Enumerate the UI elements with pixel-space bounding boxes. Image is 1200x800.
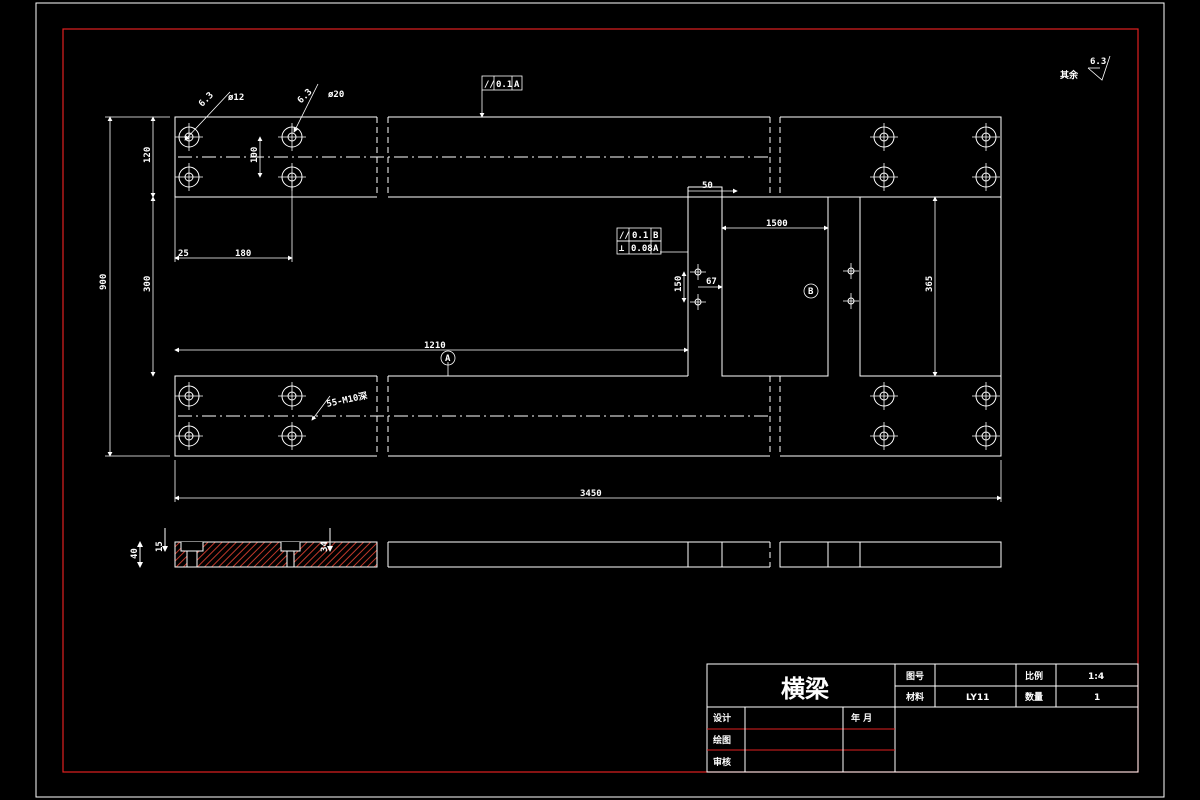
tol-top-value: 0.1: [496, 80, 512, 90]
hole-symbol: [175, 163, 203, 191]
pin-hole: [847, 297, 855, 305]
pin-hole: [694, 298, 702, 306]
outer-sheet-border: [35, 2, 1165, 798]
tol-mid-value-2: 0.08: [631, 244, 653, 254]
hole-symbol: [870, 123, 898, 151]
dim-300-left: 300: [143, 276, 153, 292]
pin-hole: [694, 268, 702, 276]
tol-mid-value-1: 0.1: [632, 231, 648, 241]
tol-top-datum: A: [514, 80, 520, 90]
pin-hole-symbol: [843, 263, 859, 279]
roughness-note: 其余: [1060, 69, 1079, 81]
drawing-no-label: 图号: [906, 671, 924, 682]
dim-1210: 1210: [424, 341, 446, 351]
pin-hole-symbol: [690, 264, 706, 280]
bottom-rail-left: [174, 375, 377, 457]
tol-mid-datum-1: B: [653, 231, 659, 241]
title-block: [706, 663, 1139, 773]
dim-100: 100: [250, 147, 260, 163]
material-value: LY11: [966, 693, 989, 703]
inner-frame-border: [62, 28, 1139, 773]
dim-900: 900: [99, 274, 109, 290]
sec-dim-40: 40: [130, 548, 140, 559]
hole-symbol: [278, 382, 306, 410]
top-rail-mid: [388, 116, 770, 198]
hole-symbol: [972, 123, 1000, 151]
pin-hole-symbol: [690, 294, 706, 310]
hole-symbol: [278, 422, 306, 450]
drafter-label: 绘图: [713, 734, 731, 746]
dim-365: 365: [925, 276, 935, 292]
dim-25: 25: [178, 249, 189, 259]
hole-dia-large: ø20: [328, 90, 344, 100]
hole-symbol: [278, 123, 306, 151]
hole-symbol: [972, 382, 1000, 410]
qty-label: 数量: [1025, 691, 1043, 703]
dim-1500: 1500: [766, 219, 788, 229]
hole-symbol: [972, 163, 1000, 191]
designer-label: 设计: [713, 712, 731, 724]
right-block: [859, 196, 1002, 377]
dimension-lines: [105, 83, 1002, 502]
hole-symbol: [175, 123, 203, 151]
plan-view: [174, 116, 1002, 457]
center-column: [687, 186, 829, 377]
tol-mid-datum-2: A: [653, 244, 659, 254]
hole-symbol: [175, 382, 203, 410]
hole-roughness-1: 6.3: [197, 91, 216, 110]
dim-180: 180: [235, 249, 251, 259]
checker-label: 审核: [713, 756, 731, 768]
top-rail-left: [174, 116, 377, 198]
dim-thread: 55-M10深: [325, 389, 368, 409]
datum-b-label: B: [808, 287, 814, 297]
hole-symbol: [972, 422, 1000, 450]
tol-mid-symbol-2: ⊥: [619, 244, 625, 254]
dim-120: 120: [143, 147, 153, 163]
material-label: 材料: [905, 691, 924, 703]
dim-3450: 3450: [580, 489, 602, 499]
roughness-value: 6.3: [1090, 57, 1106, 67]
hole-symbol: [870, 382, 898, 410]
datum-a-label: A: [445, 354, 451, 364]
pin-hole-symbol: [843, 293, 859, 309]
center-lines: [178, 156, 770, 417]
tolerance-frames: [440, 55, 1111, 366]
date-label: 年 月: [851, 712, 872, 724]
tol-mid-symbol-1: //: [619, 231, 630, 241]
hole-symbol: [870, 163, 898, 191]
break-lines: [376, 117, 781, 456]
sec-dim-15: 15: [155, 541, 165, 552]
part-name: 横梁: [781, 674, 829, 703]
hole-symbol: [175, 422, 203, 450]
scale-label: 比例: [1025, 670, 1043, 682]
dim-50: 50: [702, 181, 713, 191]
hole-roughness-2: 6.3: [296, 87, 315, 106]
hole-symbol: [870, 422, 898, 450]
qty-value: 1: [1094, 693, 1100, 703]
sec-dim-34: 34: [320, 541, 330, 552]
mounting-holes: [175, 123, 1000, 450]
pin-hole: [847, 267, 855, 275]
tol-top-symbol: //: [484, 80, 495, 90]
hole-dia-small: ø12: [228, 93, 244, 103]
dim-mid-small: 150: [674, 276, 684, 292]
dim-67: 67: [706, 277, 717, 287]
scale-value: 1:4: [1088, 672, 1104, 682]
section-view: [137, 528, 1002, 568]
